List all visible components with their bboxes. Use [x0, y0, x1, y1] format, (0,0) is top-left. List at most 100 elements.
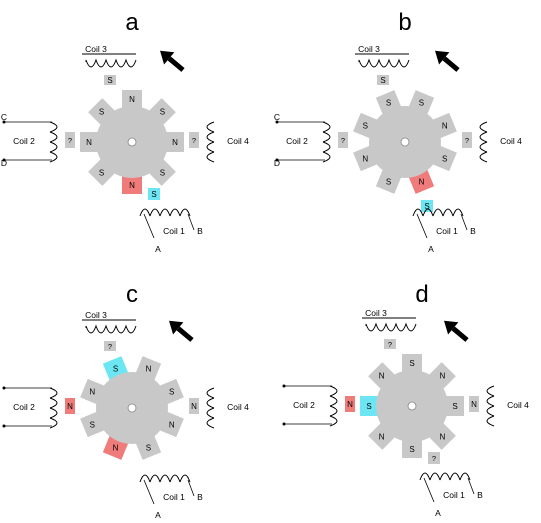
- terminal-dot: [2, 424, 6, 428]
- rotor-tooth-label: S: [442, 154, 447, 163]
- coil-3-pole-label: ?: [108, 342, 112, 351]
- rotor-tooth-label: N: [379, 432, 385, 441]
- rotor-tooth-label: N: [419, 178, 425, 187]
- terminal-a-label: A: [428, 244, 434, 254]
- rotor-shaft: [127, 137, 137, 147]
- coil-3-label: Coil 3: [85, 310, 107, 320]
- coil-3: ? Coil 3: [82, 310, 137, 351]
- coil-4-pole-label: ?: [465, 136, 469, 145]
- coil-3-pole: [104, 75, 116, 85]
- coil-4: ?Coil 4: [189, 121, 249, 163]
- coil-1-wire: [143, 479, 155, 505]
- rotor-tooth-label: S: [386, 98, 391, 107]
- rotor-tooth-label: N: [146, 364, 152, 373]
- coil-2-pole: [65, 132, 75, 148]
- coil-1-pole: [148, 188, 160, 200]
- coil-1-pole-label: S: [151, 190, 156, 199]
- coil-3-label: Coil 3: [85, 44, 107, 54]
- coil-2-pole-label: ?: [341, 136, 345, 145]
- coil-1: S Coil 1: [412, 200, 468, 239]
- coil-1-label: Coil 1: [163, 226, 185, 236]
- terminal-a-label: A: [155, 244, 161, 254]
- rotor-shaft: [407, 401, 417, 411]
- coil-1-winding: [139, 474, 191, 483]
- coil-3-winding: [358, 58, 410, 68]
- coil-3-pole: [377, 75, 389, 85]
- coil-1-label: Coil 1: [436, 226, 458, 236]
- coil-1-wire: [143, 213, 155, 239]
- rotor-tooth-label: S: [419, 98, 424, 107]
- terminal-b-label: B: [477, 490, 483, 500]
- coil-3-label: Coil 3: [365, 308, 387, 318]
- coil-3-pole-label: S: [107, 76, 112, 85]
- coil-1-wire: [187, 213, 195, 231]
- rotor-tooth-label: N: [440, 372, 446, 381]
- rotor-tooth-label: S: [99, 108, 104, 117]
- rotor-tooth-label: S: [409, 359, 414, 368]
- coil-4-label: Coil 4: [227, 402, 249, 412]
- terminal-c-label: C: [274, 112, 280, 122]
- panel-label: a: [125, 9, 139, 36]
- rotor-tooth-label: S: [146, 444, 151, 453]
- rotor-tooth-label: N: [113, 444, 119, 453]
- coil-1-wire: [423, 477, 435, 503]
- coil-2-pole: [338, 132, 348, 148]
- rotor-tooth-label: S: [160, 108, 165, 117]
- coil-2-label: Coil 2: [13, 402, 35, 412]
- rotor-tooth-label: N: [379, 372, 385, 381]
- rotor-tooth-label: S: [386, 178, 391, 187]
- terminal-d-label: D: [274, 158, 280, 168]
- terminal-dot: [282, 384, 286, 388]
- coil-3-pole: [384, 339, 396, 349]
- coil-1-label: Coil 1: [163, 492, 185, 502]
- coil-1-wire: [460, 213, 468, 231]
- rotor-tooth-label: S: [452, 402, 457, 411]
- coil-2-pole: [345, 396, 355, 412]
- panel-label: d: [415, 281, 428, 308]
- coil-1: S Coil 1: [139, 188, 195, 239]
- coil-3-winding: [85, 58, 137, 68]
- coil-2-label: Coil 2: [286, 136, 308, 146]
- coil-3: S Coil 3: [82, 44, 137, 85]
- coil-4-pole-label: N: [191, 402, 197, 411]
- coil-4-winding: [206, 121, 215, 163]
- terminal-b-label: B: [197, 226, 203, 236]
- rotor-tooth-label: N: [129, 95, 135, 104]
- coil-4-pole: [189, 398, 199, 414]
- coil-1-wire: [416, 213, 428, 239]
- coil-1-pole-label: ?: [432, 454, 436, 463]
- rotor-tooth-label: S: [409, 445, 414, 454]
- coil-2-label: Coil 2: [293, 400, 315, 410]
- terminal-dot: [275, 158, 279, 162]
- coil-4-winding: [479, 121, 488, 163]
- rotor-tooth-label: N: [86, 138, 92, 147]
- coil-2-winding: [322, 121, 331, 163]
- rotor-tooth-label: S: [366, 402, 371, 411]
- rotor-tooth-label: S: [363, 122, 368, 131]
- rotor-tooth-label: S: [99, 168, 104, 177]
- counterclockwise-rotation-arrow-icon: [160, 50, 185, 72]
- coil-3-winding: [85, 324, 137, 334]
- rotor-tooth-label: S: [113, 364, 118, 373]
- coil-4: ? Coil 4: [462, 121, 522, 163]
- rotor-tooth-label: S: [90, 420, 95, 429]
- coil-4-label: Coil 4: [500, 136, 522, 146]
- coil-1-winding: [139, 208, 191, 217]
- panel-label: c: [126, 281, 138, 308]
- rotor-tooth-label: N: [362, 154, 368, 163]
- coil-1-pole-label: S: [424, 202, 429, 211]
- terminal-dot: [282, 422, 286, 426]
- coil-2-winding: [329, 385, 338, 427]
- rotor-tooth-label: S: [160, 168, 165, 177]
- coil-1-pole: [428, 452, 440, 464]
- terminal-dot: [275, 120, 279, 124]
- coil-4-winding: [206, 387, 215, 429]
